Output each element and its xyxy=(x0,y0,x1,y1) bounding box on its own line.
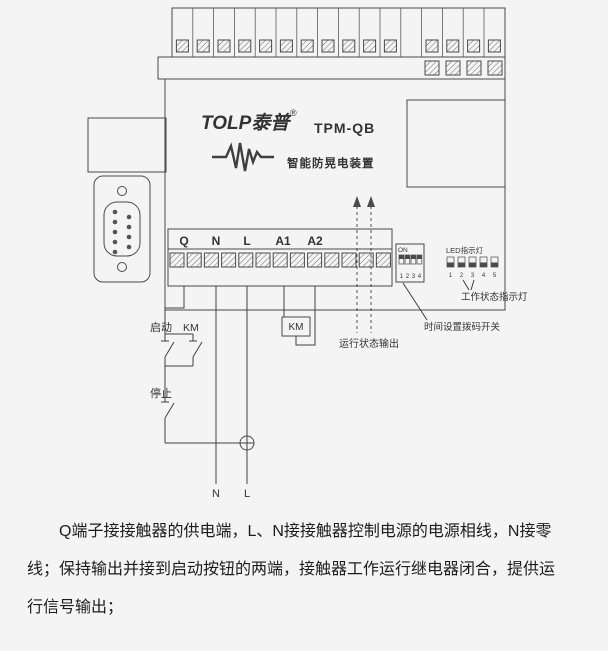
stop-button-label: 停止 xyxy=(150,386,172,400)
live-label: L xyxy=(244,488,250,500)
led-number: 3 xyxy=(471,273,475,279)
led-panel-label: LED指示灯 xyxy=(446,245,484,255)
work-status-callout: 工作状态指示灯 xyxy=(461,291,528,303)
leader-line xyxy=(462,279,475,291)
arrow-up-icon xyxy=(353,196,361,207)
device-wiring-diagram: TOLP泰普 ® TPM-QB 智能防晃电装置 Q N L A1 A2 ON 1… xyxy=(87,7,528,500)
a2-wire xyxy=(295,286,316,346)
pulse-waveform-icon xyxy=(212,142,274,172)
brand-logo: TOLP泰普 xyxy=(201,112,291,134)
start-button-contact xyxy=(161,334,175,366)
registered-mark: ® xyxy=(290,108,297,118)
caption-line-2: 线；保持输出并接到启动按钮的两端，接触器工作运行继电器闭合，提供运 xyxy=(27,561,556,578)
terminal-label-a2: A2 xyxy=(307,234,323,248)
terminal-label-q: Q xyxy=(179,234,188,248)
dip-number: 4 xyxy=(418,274,422,280)
dip-switch-block: ON 1 2 3 4 xyxy=(395,243,425,283)
dip-number: 1 xyxy=(400,274,404,280)
terminal-label-n: N xyxy=(212,234,221,248)
caption-line-3: 行信号输出； xyxy=(27,599,124,616)
terminal-label-a1: A1 xyxy=(275,234,291,248)
stop-button-contact xyxy=(161,366,240,444)
product-name: 智能防晃电装置 xyxy=(287,156,375,170)
serial-port-connector xyxy=(93,175,151,283)
control-circuit xyxy=(161,286,316,484)
arrow-up-icon xyxy=(367,196,375,207)
dip-on-label: ON xyxy=(398,247,408,254)
device-body xyxy=(164,78,506,311)
screw-hole-icon xyxy=(117,262,127,272)
neutral-label: N xyxy=(212,488,220,500)
km-contact-label: KM xyxy=(183,322,199,334)
km-coil-box xyxy=(281,316,311,337)
run-output-callout: 运行状态输出 xyxy=(339,337,399,350)
led-indicator-block: LED指示灯 1 2 3 4 5 xyxy=(446,245,499,279)
dip-number: 2 xyxy=(406,274,410,280)
terminal-label-l: L xyxy=(243,234,250,248)
caption-paragraph: Q端子接接触器的供电端，L、N接接触器控制电源的电源相线，N接零 线；保持输出并… xyxy=(27,513,583,627)
screw-hole-icon xyxy=(117,186,127,196)
km-coil-label: KM xyxy=(289,322,304,333)
left-side-panel xyxy=(87,117,167,173)
led-number: 4 xyxy=(482,273,486,279)
caption-line-1: Q端子接接触器的供电端，L、N接接触器控制电源的电源相线，N接零 xyxy=(59,523,552,540)
model-text: TPM-QB xyxy=(314,120,375,136)
km-aux-contact xyxy=(189,334,203,366)
start-button-label: 启动 xyxy=(150,321,172,334)
right-inner-panel xyxy=(406,99,506,188)
top-terminal-block xyxy=(157,7,506,80)
leader-line xyxy=(402,282,428,321)
time-dip-callout: 时间设置拨码开关 xyxy=(424,321,501,333)
terminal-strip: Q N L A1 A2 xyxy=(167,228,393,287)
led-number: 2 xyxy=(460,273,464,279)
led-number: 5 xyxy=(493,273,497,279)
dip-number: 3 xyxy=(412,274,416,280)
led-number: 1 xyxy=(449,273,453,279)
run-output-dashed-lines xyxy=(356,206,372,333)
